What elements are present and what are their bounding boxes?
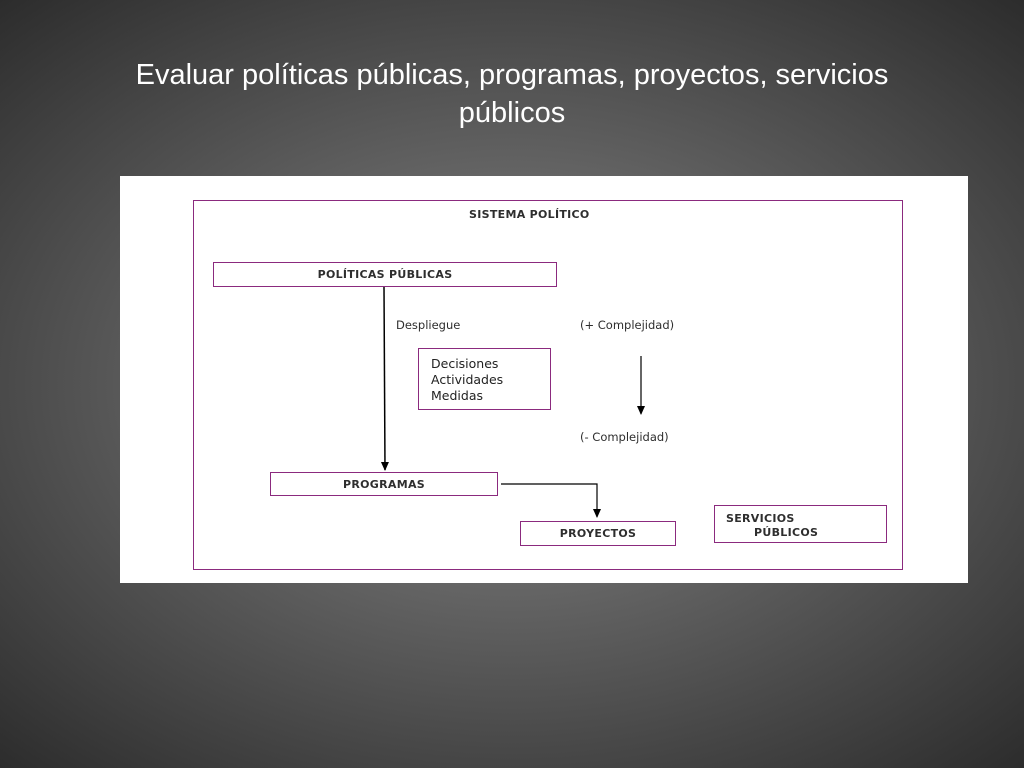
despliegue-label: Despliegue [396, 318, 461, 332]
decisiones-item: Decisiones [431, 356, 499, 371]
proyectos-label: PROYECTOS [559, 527, 637, 540]
slide-title-line-1: Evaluar políticas públicas, programas, p… [135, 59, 889, 91]
politicas-publicas-label: POLÍTICAS PÚBLICAS [317, 268, 453, 281]
diagram-figure: SISTEMA POLÍTICO POLÍTICAS PÚBLICAS Desp… [120, 176, 968, 583]
decisiones-box: Decisiones Actividades Medidas [418, 348, 551, 410]
mas-complejidad-label: (+ Complejidad) [580, 318, 675, 332]
servicios-publicos-box: SERVICIOS PÚBLICOS [714, 505, 887, 543]
programas-box: PROGRAMAS [270, 472, 498, 496]
proyectos-box: PROYECTOS [520, 521, 676, 546]
arrow-programas-to-proyectos [501, 483, 601, 518]
menos-complejidad-label: (- Complejidad) [580, 430, 669, 444]
actividades-item: Actividades [431, 372, 504, 387]
arrow-politicas-to-programas [380, 286, 389, 471]
politicas-publicas-box: POLÍTICAS PÚBLICAS [213, 262, 557, 287]
slide-title: Evaluar políticas públicas, programas, p… [62, 56, 962, 132]
servicios-label-line-2: PÚBLICOS [754, 526, 819, 539]
slide-title-line-2: públicos [458, 97, 566, 129]
servicios-label-line-1: SERVICIOS [726, 512, 795, 525]
programas-label: PROGRAMAS [343, 477, 425, 491]
sistema-politico-label: SISTEMA POLÍTICO [469, 208, 590, 221]
medidas-item: Medidas [431, 388, 483, 403]
diagram-arrows [380, 286, 645, 518]
